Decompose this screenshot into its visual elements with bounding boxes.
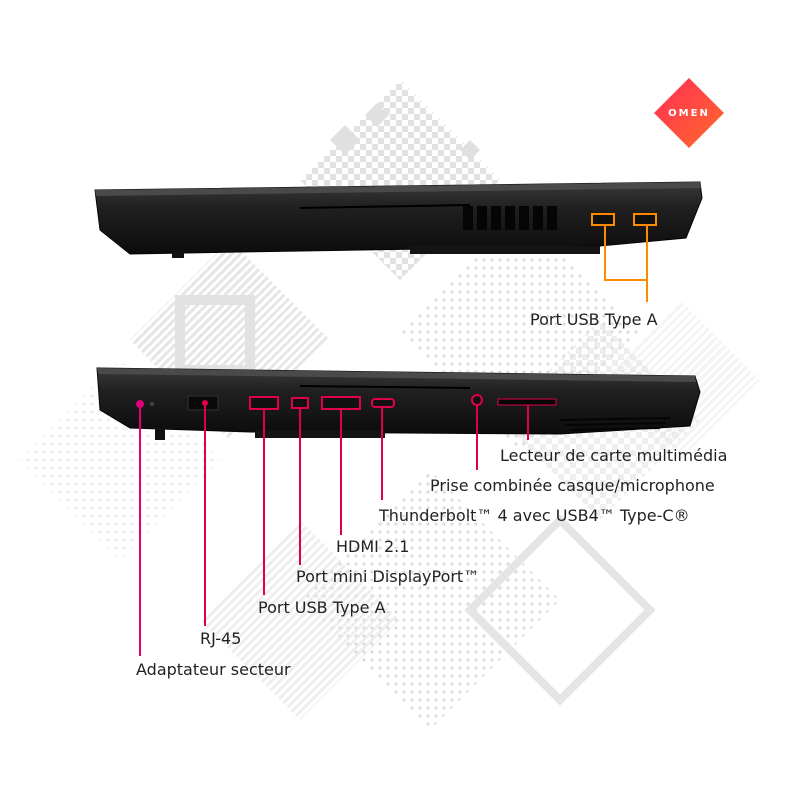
- laptop-right-side: [94, 181, 703, 258]
- usb-a-port-1: [591, 213, 615, 226]
- vent: [463, 206, 557, 230]
- label-thunderbolt: Thunderbolt™ 4 avec USB4™ Type-C®: [379, 506, 690, 525]
- laptop-left-side: [96, 367, 701, 440]
- label-power-adapter: Adaptateur secteur: [136, 660, 291, 679]
- usb-a-port-2: [633, 213, 657, 226]
- thunderbolt-port: [371, 398, 395, 408]
- mini-displayport: [291, 397, 309, 409]
- usb-a-port-left: [249, 396, 279, 410]
- label-hdmi: HDMI 2.1: [336, 537, 410, 556]
- card-reader-slot: [497, 398, 557, 406]
- vent-left-side: [559, 417, 671, 431]
- label-card-reader: Lecteur de carte multimédia: [500, 446, 728, 465]
- label-audio-combo: Prise combinée casque/microphone: [430, 476, 715, 495]
- label-mini-displayport: Port mini DisplayPort™: [296, 567, 480, 586]
- callout-usb-a-right: [604, 225, 648, 302]
- omen-logo: [654, 78, 724, 148]
- audio-jack: [471, 394, 483, 406]
- label-rj45: RJ-45: [200, 629, 242, 648]
- hdmi-port: [321, 396, 361, 410]
- power-port: [136, 400, 144, 408]
- label-usb-a-left: Port USB Type A: [258, 598, 386, 617]
- label-usb-a-right: Port USB Type A: [530, 310, 658, 329]
- power-led-icon: [150, 402, 154, 406]
- omen-logo-text: OMEN: [668, 107, 710, 119]
